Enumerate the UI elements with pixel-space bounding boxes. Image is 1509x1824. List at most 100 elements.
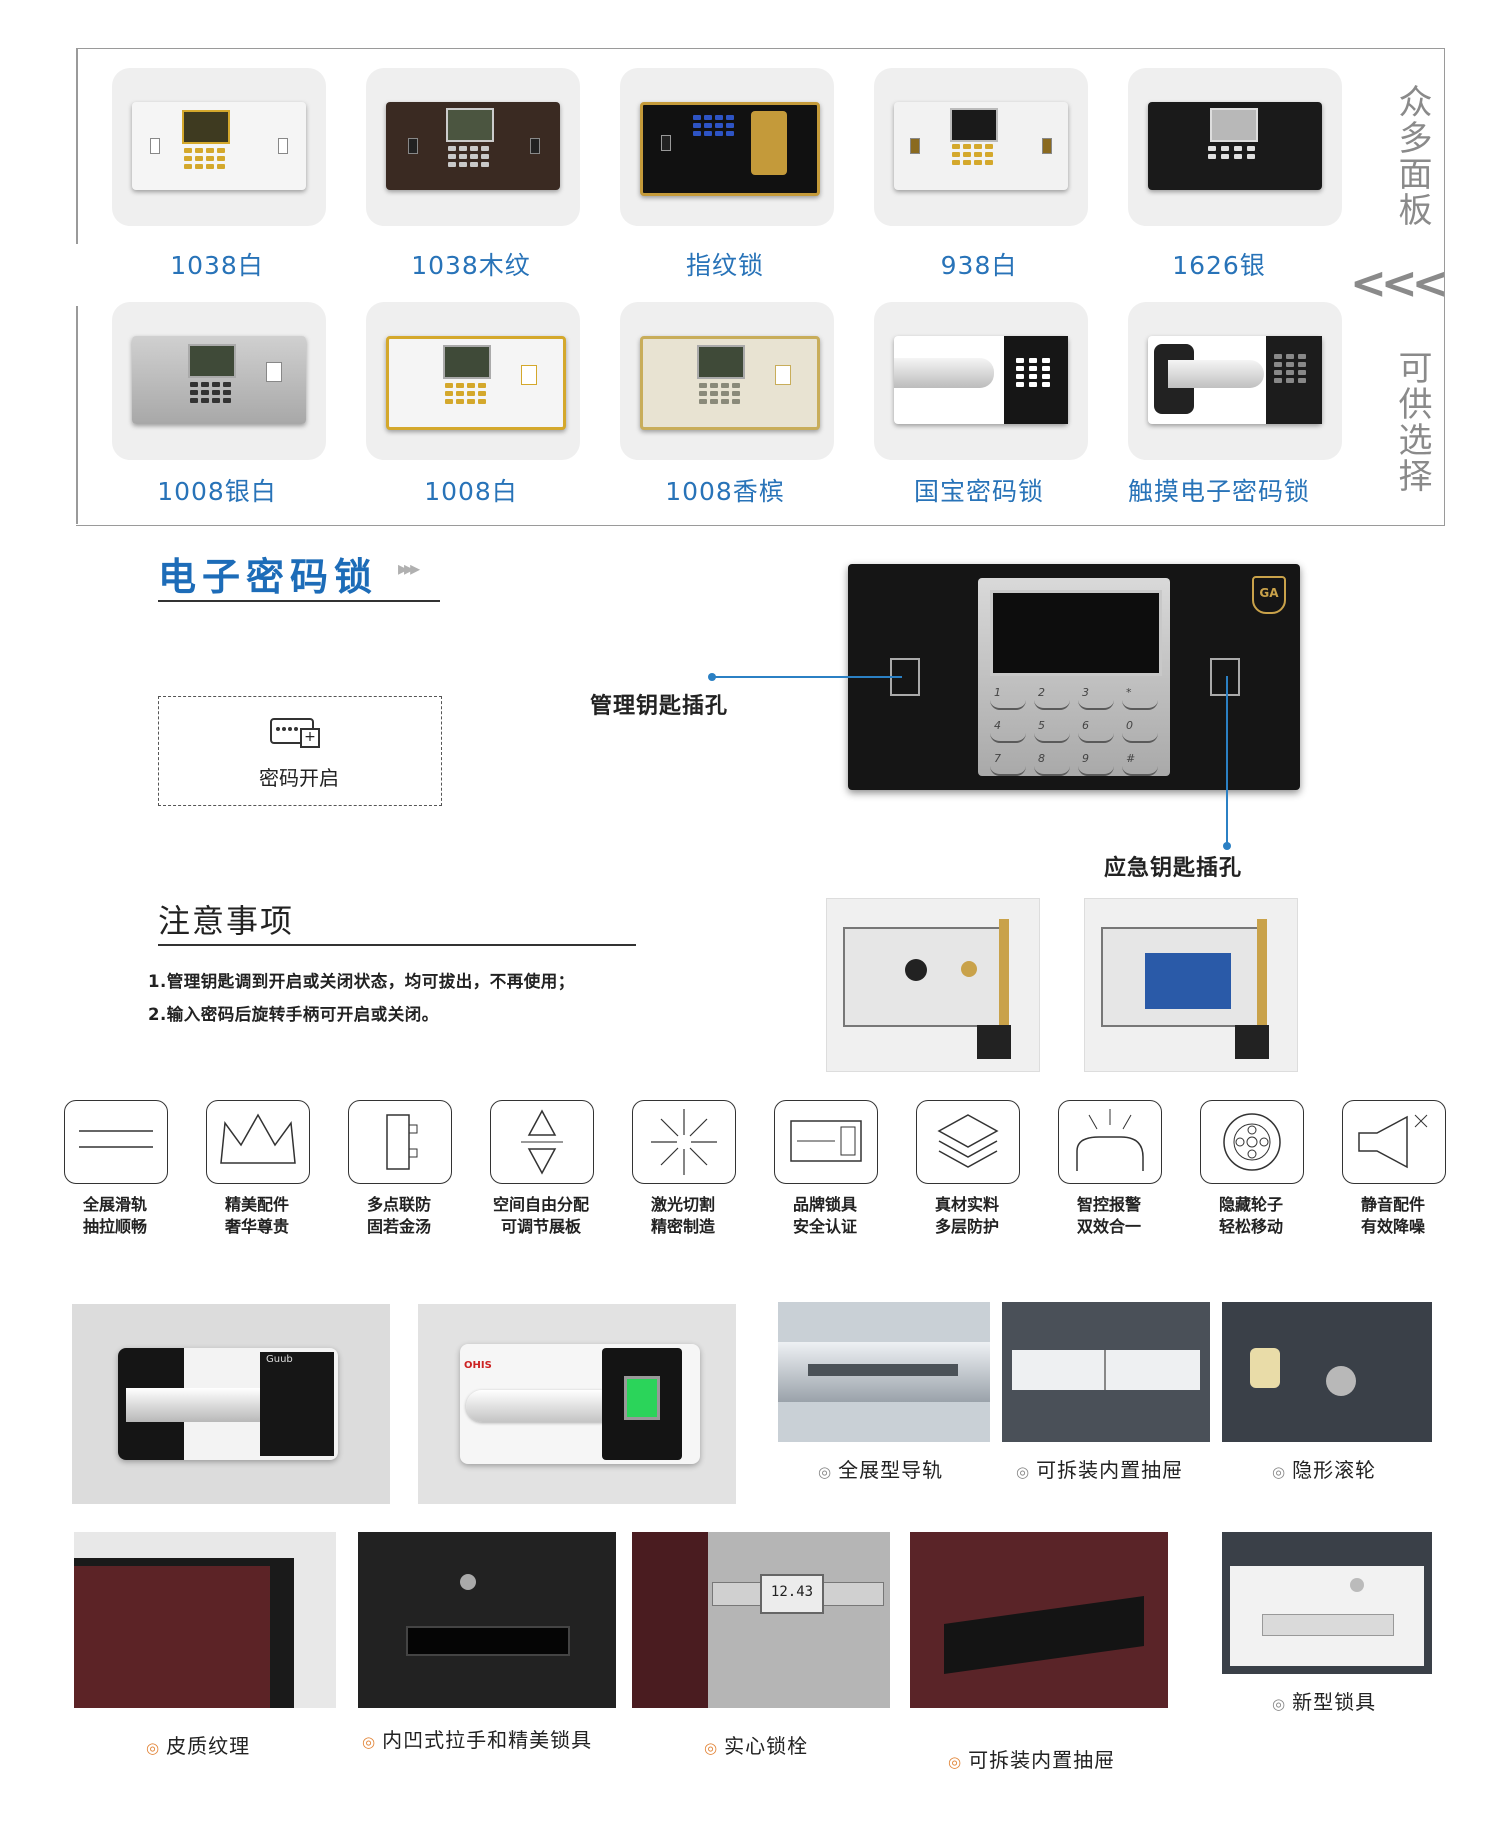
feature-caption: 品牌锁具安全认证: [755, 1194, 895, 1238]
callout-line: [1226, 676, 1228, 844]
feature-caption-line2: 双效合一: [1076, 1217, 1141, 1236]
laser-icon: [632, 1100, 736, 1184]
panel-caption: 触摸电子密码锁: [1127, 477, 1310, 506]
feature-caption: 隐藏轮子轻松移动: [1181, 1194, 1321, 1238]
feature-caption-line1: 智控报警: [1076, 1195, 1141, 1214]
feature-caption-line1: 真材实料: [934, 1195, 999, 1214]
lock-key: 8: [1034, 752, 1070, 776]
feature-caption: 静音配件有效降噪: [1323, 1194, 1463, 1238]
callout-manage-key: 管理钥匙插孔: [590, 694, 729, 719]
feature-caption: 空间自由分配可调节展板: [471, 1194, 611, 1238]
callout-emergency-key: 应急钥匙插孔: [1104, 856, 1243, 881]
panel-thumb-fingerprint: [620, 68, 834, 226]
section-title-electronic-lock: 电子密码锁: [158, 555, 379, 599]
lock-key: 0: [1122, 719, 1158, 743]
panel-caption: 国宝密码锁: [913, 477, 1044, 506]
lock-key: 7: [990, 752, 1026, 776]
photo-caption: ◎内凹式拉手和精美锁具: [362, 1728, 593, 1752]
feature-caption-line1: 激光切割: [650, 1195, 715, 1214]
feature-caption-line2: 可调节展板: [500, 1217, 581, 1236]
lock-key: #: [1122, 752, 1158, 776]
mute-icon: [1342, 1100, 1446, 1184]
layers-icon: [916, 1100, 1020, 1184]
feature-caption-line2: 多层防护: [934, 1217, 999, 1236]
panel-thumb-1626-silver: [1128, 68, 1342, 226]
panel-caption: 1038木纹: [411, 251, 531, 280]
feature-caption: 真材实料多层防护: [897, 1194, 1037, 1238]
feature-caption-line2: 固若金汤: [366, 1217, 431, 1236]
notes-title: 注意事项: [158, 902, 295, 940]
feature-caption-line1: 精美配件: [224, 1195, 289, 1214]
feature-caption-line1: 多点联防: [366, 1195, 431, 1214]
guub-lock-photo: Guub: [72, 1304, 390, 1504]
note-item: 1.管理钥匙调到开启或关闭状态，均可拔出，不再使用；: [148, 972, 575, 991]
side-arrows: <<<: [1350, 258, 1449, 309]
panel-thumb-1038-wood: [366, 68, 580, 226]
notes-underline: [158, 944, 636, 946]
lock-key: 2: [1034, 686, 1070, 710]
lock-mechanism-front-photo: [1084, 898, 1298, 1072]
hidden-wheel-photo: [1222, 1302, 1432, 1442]
panel-caption: 1008香槟: [665, 477, 785, 506]
ohis-fingerprint-lock-photo: OHIS: [418, 1304, 736, 1504]
side-text-top: 众多面板: [1392, 84, 1432, 228]
multi-bolt-icon: [348, 1100, 452, 1184]
callout-line: [712, 676, 902, 678]
feature-caption: 精美配件奢华尊贵: [187, 1194, 327, 1238]
lock-key: *: [1122, 686, 1158, 710]
note-item: 2.输入密码后旋转手柄可开启或关闭。: [148, 1005, 439, 1024]
panel-thumb-touch-lock: [1128, 302, 1342, 460]
caliper-reading: 12.43: [760, 1574, 824, 1614]
slide-rail-icon: [64, 1100, 168, 1184]
panel-caption: 1626银: [1172, 251, 1266, 280]
panel-caption: 1008白: [424, 477, 518, 506]
lock-mechanism-back-photo: [826, 898, 1040, 1072]
photo-caption: ◎隐形滚轮: [1272, 1458, 1377, 1482]
panel-thumb-1008-silver-white: [112, 302, 326, 460]
panel-caption: 指纹锁: [685, 251, 764, 280]
panel-caption: 1038白: [170, 251, 264, 280]
leather-texture-photo: [74, 1532, 336, 1708]
crown-icon: [206, 1100, 310, 1184]
ohis-brand: OHIS: [464, 1360, 492, 1371]
wheel-icon: [1200, 1100, 1304, 1184]
section-title-underline: [158, 600, 440, 602]
photo-caption: ◎新型锁具: [1272, 1690, 1377, 1714]
feature-caption-line1: 空间自由分配: [492, 1195, 589, 1214]
adjust-arrows-icon: [490, 1100, 594, 1184]
full-extension-rail-photo: [778, 1302, 990, 1442]
feature-caption-line2: 抽拉顺畅: [82, 1217, 147, 1236]
feature-caption-line2: 有效降噪: [1360, 1217, 1425, 1236]
feature-caption-line1: 全展滑轨: [82, 1195, 147, 1214]
emergency-key-hole: [1210, 658, 1240, 696]
photo-caption: ◎可拆装内置抽屉: [1016, 1458, 1184, 1482]
removable-drawer-photo: [1002, 1302, 1210, 1442]
feature-caption-line1: 隐藏轮子: [1218, 1195, 1283, 1214]
panel-thumb-1038-white: [112, 68, 326, 226]
feature-caption-line2: 精密制造: [650, 1217, 715, 1236]
photo-caption: ◎皮质纹理: [146, 1734, 251, 1758]
panel-thumb-938-white: [874, 68, 1088, 226]
feature-caption: 多点联防固若金汤: [329, 1194, 469, 1238]
panel-frame-left-bottom: [76, 306, 78, 524]
photo-caption: ◎实心锁栓: [704, 1734, 809, 1758]
lock-key: 1: [990, 686, 1026, 710]
feature-caption-line1: 品牌锁具: [792, 1195, 857, 1214]
lock-key: 6: [1078, 719, 1114, 743]
panel-frame: [76, 48, 1445, 526]
lock-display: [990, 590, 1162, 676]
feature-caption-line2: 安全认证: [792, 1217, 857, 1236]
feature-caption-line2: 奢华尊贵: [224, 1217, 289, 1236]
panel-thumb-guobao-lock: [874, 302, 1088, 460]
feature-caption-line1: 静音配件: [1360, 1195, 1425, 1214]
panel-thumb-1008-champagne: [620, 302, 834, 460]
solid-bolt-photo: 12.43: [632, 1532, 890, 1708]
feature-caption: 智控报警双效合一: [1039, 1194, 1179, 1238]
removable-drawer-photo: [910, 1532, 1168, 1708]
password-open-label: 密码开启: [259, 766, 339, 790]
new-lock-photo: [1222, 1532, 1432, 1674]
password-keyboard-icon: +: [270, 718, 320, 748]
photo-caption: ◎可拆装内置抽屉: [948, 1748, 1116, 1772]
panel-caption: 1008银白: [157, 477, 277, 506]
